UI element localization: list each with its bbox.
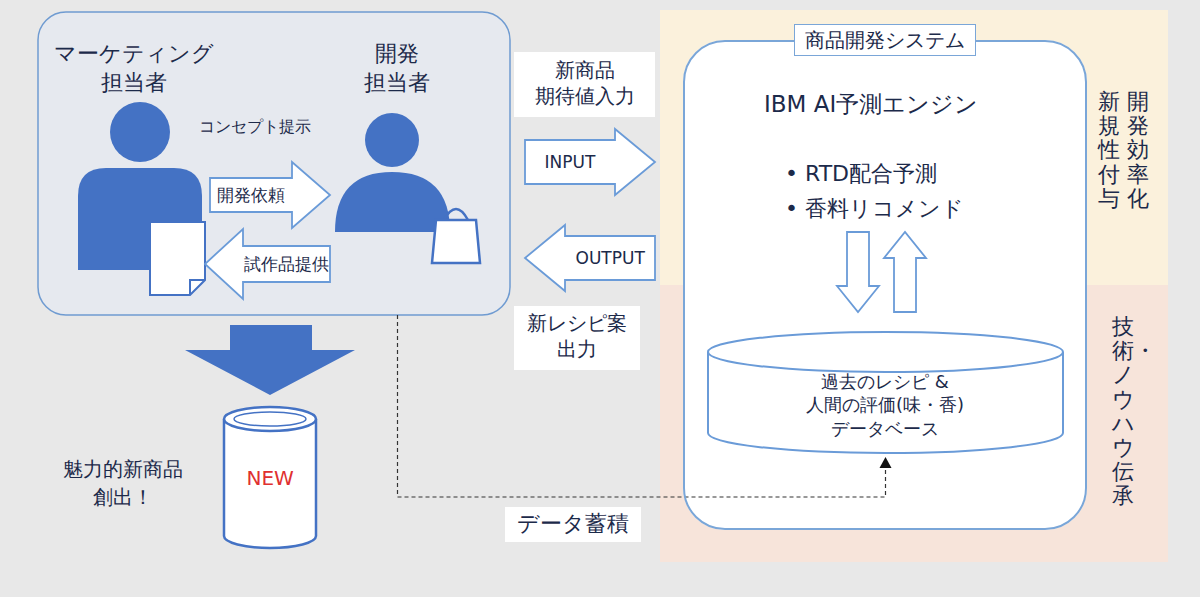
block-arrow [525, 225, 655, 291]
node-label: IBM AI予測エンジン [764, 90, 978, 120]
connector-label: データ蓄積 [505, 507, 641, 542]
connector-label: OUTPUT [576, 247, 645, 269]
node-label: 過去のレシピ & 人間の評価(味・香) データベース [790, 370, 980, 440]
note-box: 新商品 期待値入力 [514, 52, 655, 117]
team-group-box [38, 12, 510, 315]
block-arrow [205, 229, 330, 299]
person-node: マーケティング 担当者 [58, 38, 210, 300]
block-arrow [525, 129, 655, 195]
connector-label: 開発依頼 [217, 184, 285, 206]
bag-handle [444, 209, 468, 220]
vertical-label: 技術・ノウハウ伝承 [1112, 315, 1134, 509]
block-arrow [837, 232, 879, 312]
node-label: 新商品 期待値入力 [518, 57, 651, 109]
system-box-fill [683, 40, 1087, 530]
block-arrow [210, 162, 330, 228]
product-can: NEW [222, 405, 318, 550]
block-arrow [884, 232, 926, 312]
person-head [365, 113, 419, 167]
connector [837, 232, 879, 312]
vertical-label: 新規性付与 [1098, 90, 1120, 211]
database-cylinder: 過去のレシピ & 人間の評価(味・香) データベース [706, 330, 1065, 455]
connector [525, 225, 655, 291]
person-head [110, 102, 170, 162]
connector [884, 232, 926, 312]
vertical-label: 開発効率化 [1127, 90, 1149, 211]
node-label: 新レシピ案 出力 [518, 310, 636, 362]
arrowhead [880, 457, 892, 468]
note-label: 魅力的新商品 創出！ [38, 455, 208, 511]
node-label: • RTD配合予測 [785, 160, 937, 189]
node-label: NEW [247, 465, 294, 491]
document-fold [190, 280, 205, 295]
node-label: 開発 担当者 [352, 40, 442, 97]
node-label: マーケティング 担当者 [49, 40, 219, 97]
person-node: 開発 担当者 [330, 38, 465, 315]
note-label: コンセプト提示 [199, 116, 311, 138]
connector-label: INPUT [545, 151, 596, 173]
document-icon [150, 222, 205, 295]
note-box: 新レシピ案 出力 [514, 306, 640, 370]
result-arrow [185, 325, 355, 395]
connector [210, 162, 330, 228]
node-label: 商品開発システム [794, 24, 976, 56]
person-body [335, 172, 450, 232]
bag-icon [432, 220, 480, 263]
connector [525, 129, 655, 195]
system-box: 商品開発システムIBM AI予測エンジン• RTD配合予測• 香料リコメンド過去… [683, 40, 1087, 530]
connector [205, 229, 330, 299]
connector-label: 試作品提供 [244, 253, 329, 275]
node-label: • 香料リコメンド [785, 195, 964, 224]
